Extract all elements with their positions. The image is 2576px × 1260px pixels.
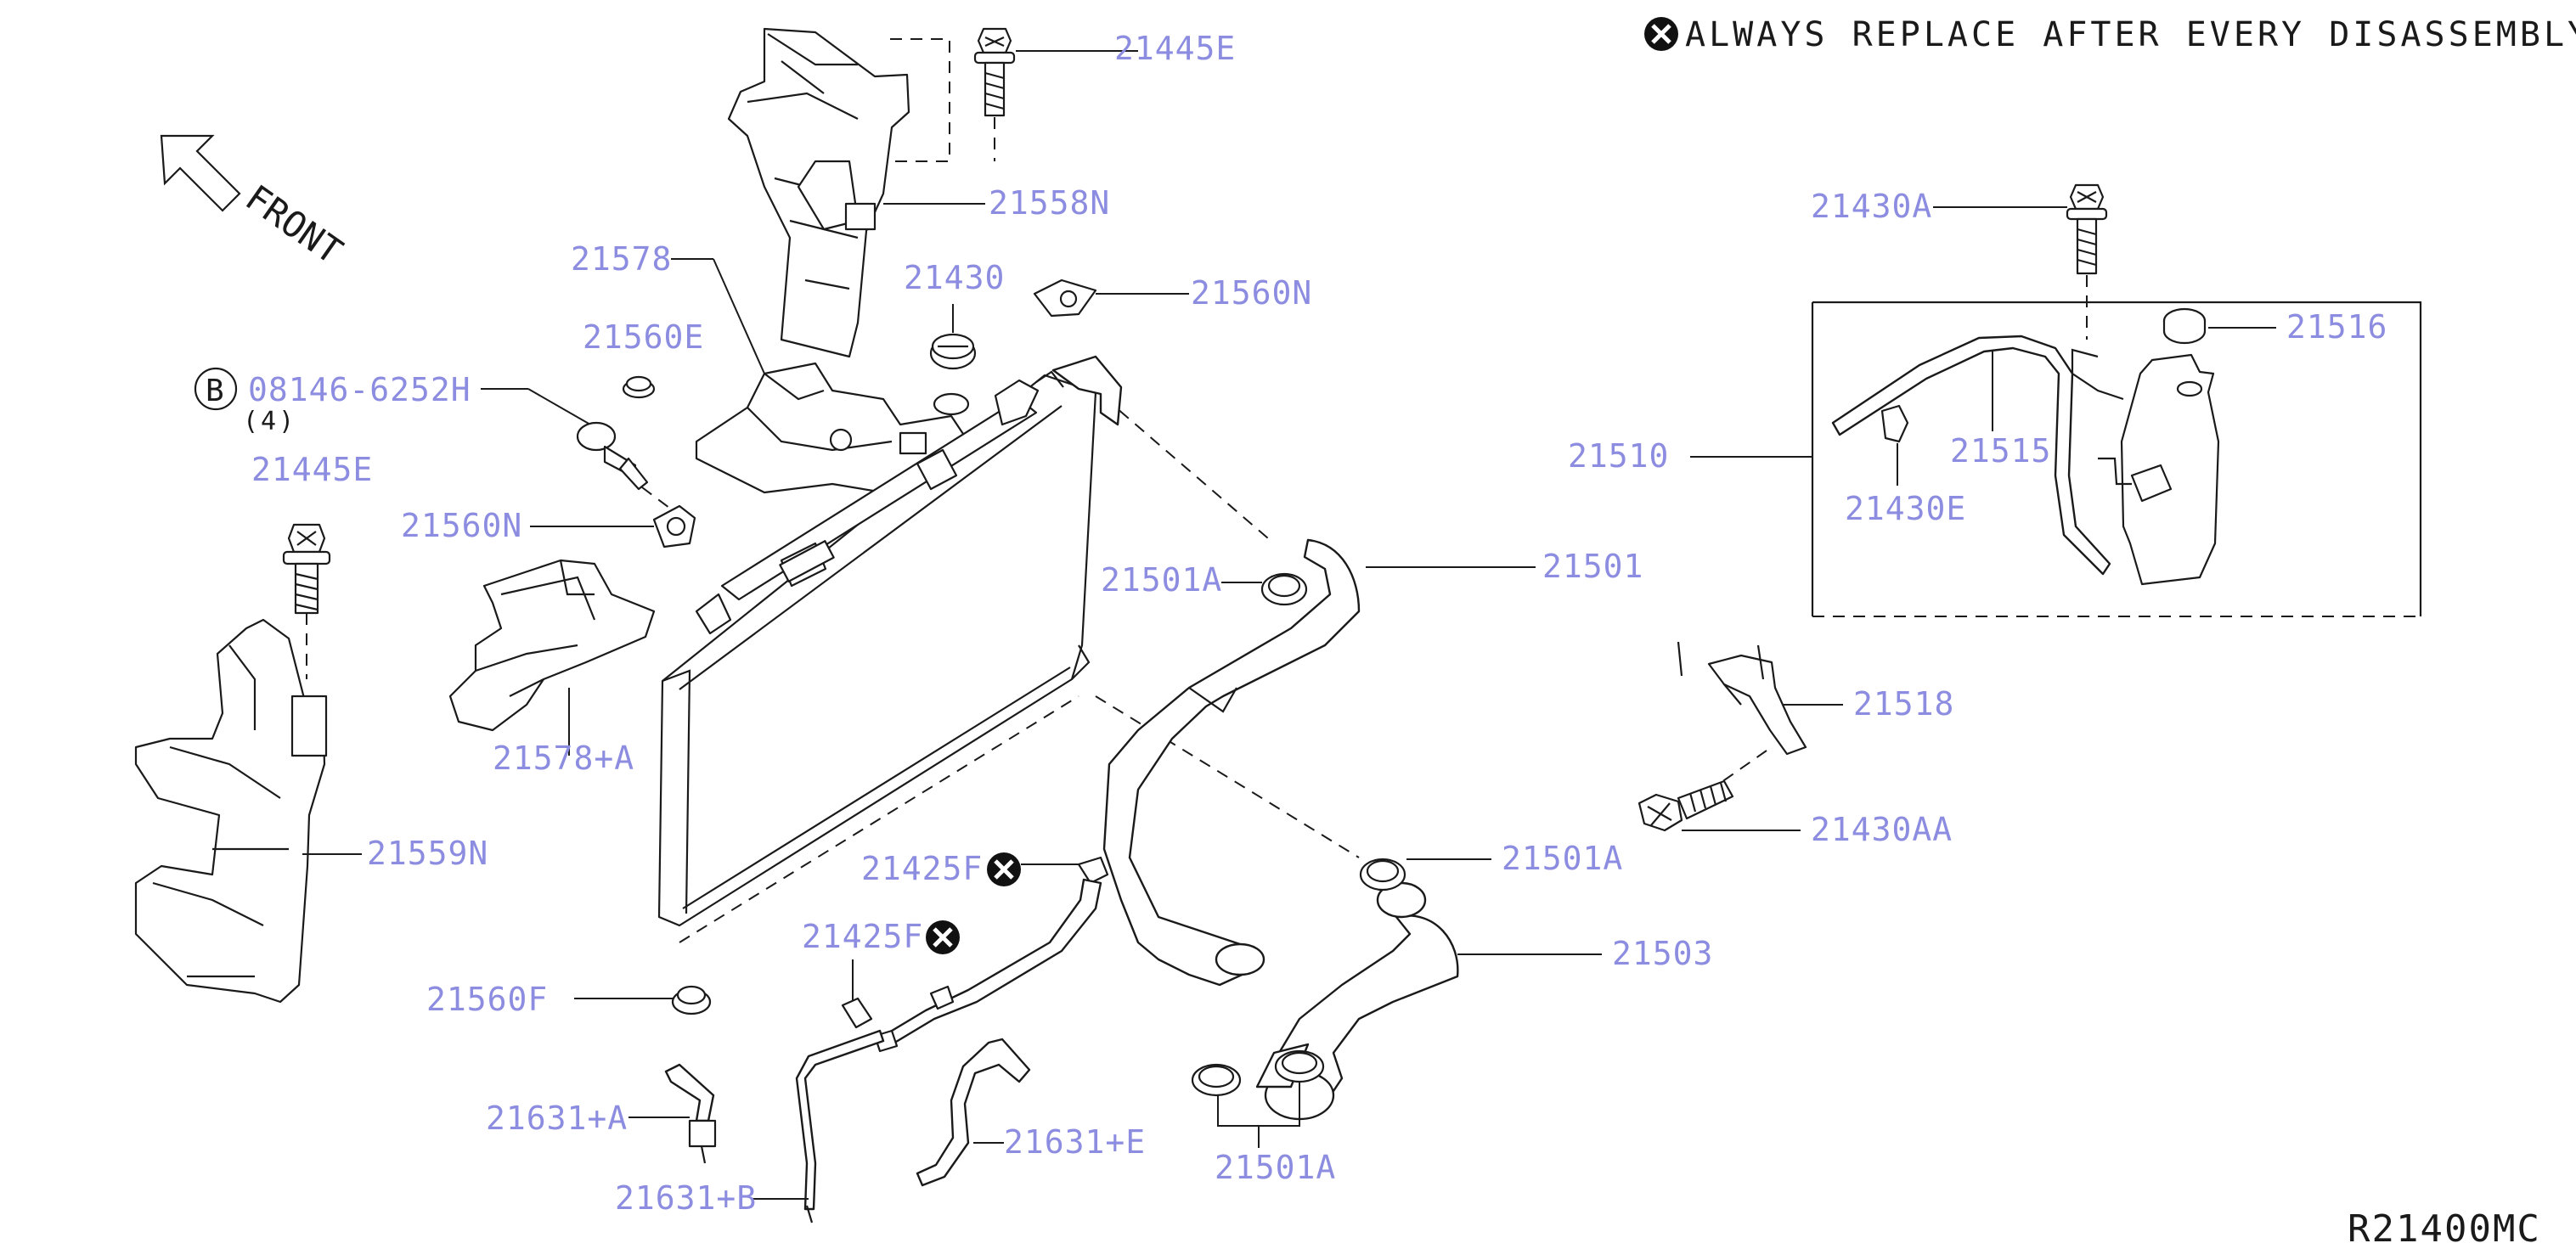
bracket-21518 <box>1677 641 1807 799</box>
front-arrow-icon <box>160 134 241 212</box>
label-21559n: 21559N <box>367 835 488 872</box>
bracket-21578a <box>448 559 656 732</box>
replace-notice: ALWAYS REPLACE AFTER EVERY DISASSEMBLY <box>1644 15 2576 54</box>
reservoir-hose <box>841 878 1102 1053</box>
notice-text: ALWAYS REPLACE AFTER EVERY DISASSEMBLY <box>1685 15 2576 54</box>
label-21501a-mid: 21501A <box>1101 561 1222 599</box>
x-circle-icon <box>926 920 960 954</box>
label-21560n-top: 21560N <box>1191 274 1312 312</box>
air-guide-21558n <box>727 27 910 358</box>
bolt-21445e-top <box>973 27 1016 161</box>
label-21445e-top: 21445E <box>1114 30 1236 67</box>
label-21510: 21510 <box>1568 437 1669 475</box>
label-21430aa: 21430AA <box>1811 811 1953 848</box>
label-21631b: 21631+B <box>615 1179 757 1217</box>
bolt-21430a <box>2066 183 2108 340</box>
label-21430: 21430 <box>904 259 1005 296</box>
label-21503: 21503 <box>1612 935 1713 972</box>
label-21430a: 21430A <box>1811 188 1932 225</box>
reservoir-tank-21510 <box>2071 348 2220 586</box>
label-21558n: 21558N <box>989 184 1110 222</box>
label-21631e: 21631+E <box>1004 1123 1146 1161</box>
clamp-21501a-low <box>1359 858 1406 892</box>
radiator-core <box>657 370 1360 943</box>
label-21425f-b: 21425F <box>802 918 923 955</box>
clamp-21501a-mid <box>1260 572 1308 606</box>
label-21560n-left: 21560N <box>401 507 522 544</box>
reservoir-cap-21516 <box>2162 307 2207 345</box>
bracket-21578 <box>695 362 970 494</box>
label-21560f: 21560F <box>426 981 548 1018</box>
x-circle-icon <box>1644 17 1678 51</box>
label-21501a-bottom: 21501A <box>1215 1149 1336 1186</box>
diagram-code: R21400MC <box>2348 1207 2541 1251</box>
bolt-21430aa <box>1637 779 1734 832</box>
label-21445e-left: 21445E <box>251 451 373 488</box>
label-21518: 21518 <box>1853 685 1954 723</box>
overflow-hose-21515 <box>1831 335 2111 576</box>
clip-21560n-top <box>1033 278 1097 318</box>
label-21515: 21515 <box>1950 432 2051 470</box>
grommet-21560f <box>671 985 712 1015</box>
hose-21631b <box>795 1029 885 1223</box>
label-21578a: 21578+A <box>493 740 634 777</box>
radiator-cap-21430 <box>929 333 977 370</box>
label-21425f-a: 21425F <box>861 850 983 887</box>
label-21631a: 21631+A <box>486 1100 628 1137</box>
label-21516: 21516 <box>2286 308 2387 346</box>
lower-hose-21503 <box>1255 881 1459 1121</box>
bolt-note: B 08146-6252H (4) <box>194 367 471 436</box>
clip-21430e <box>1880 404 1909 443</box>
clamp-21501a-bottom <box>1191 1049 1325 1097</box>
clamp-21425f-a <box>1077 856 1109 885</box>
bolt-08146 <box>576 421 677 514</box>
label-21560e: 21560E <box>583 318 704 356</box>
clip-21560n-left <box>652 504 696 548</box>
air-guide-21559n <box>134 618 328 1004</box>
upper-hose-21501 <box>1051 355 1361 987</box>
label-21578: 21578 <box>571 240 672 278</box>
reservoir-assembly-box <box>1811 301 2422 617</box>
grommet-21560e <box>622 375 656 399</box>
label-21501: 21501 <box>1542 548 1643 585</box>
bolt-note-letter: B <box>206 374 224 408</box>
bolt-note-qty: (4) <box>243 407 296 436</box>
hose-21631a <box>664 1063 717 1164</box>
label-08146-6252h: 08146-6252H <box>248 371 471 408</box>
x-circle-icon <box>987 852 1021 886</box>
label-21501a-low: 21501A <box>1502 840 1623 877</box>
bolt-21445e-left <box>282 523 331 679</box>
label-21430e: 21430E <box>1845 490 1966 527</box>
hose-21631e <box>916 1038 1031 1187</box>
front-label: FRONT <box>238 177 350 273</box>
